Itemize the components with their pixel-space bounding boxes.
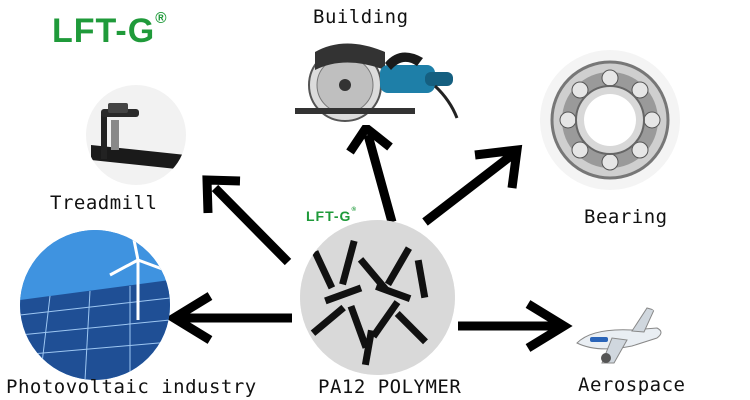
pellets-icon <box>300 220 455 375</box>
bearing-icon <box>540 50 680 190</box>
solar-panel-icon <box>20 230 170 380</box>
treadmill-icon <box>86 85 186 185</box>
center-logo: LFT-G® <box>306 208 357 224</box>
arrow-to-photovoltaic <box>174 296 292 340</box>
photovoltaic-label: Photovoltaic industry <box>6 376 257 398</box>
center-logo-text: LFT-G <box>306 208 351 224</box>
arrow-to-treadmill <box>207 180 288 262</box>
photovoltaic-image <box>20 230 170 380</box>
airplane-icon <box>572 298 667 378</box>
center-trademark-symbol: ® <box>351 206 357 213</box>
bearing-label: Bearing <box>584 206 668 228</box>
bearing-image <box>540 50 680 190</box>
treadmill-label: Treadmill <box>50 192 157 214</box>
pa12-pellets-image <box>300 220 455 375</box>
center-label: PA12 POLYMER <box>318 376 461 398</box>
treadmill-image <box>86 85 186 185</box>
building-label: Building <box>313 6 409 28</box>
arrow-to-bearing <box>425 150 517 222</box>
aerospace-image <box>572 298 667 378</box>
circular-saw-icon <box>285 30 460 125</box>
arrow-to-aerospace <box>458 304 564 348</box>
aerospace-label: Aerospace <box>578 374 685 396</box>
building-image <box>285 30 460 125</box>
